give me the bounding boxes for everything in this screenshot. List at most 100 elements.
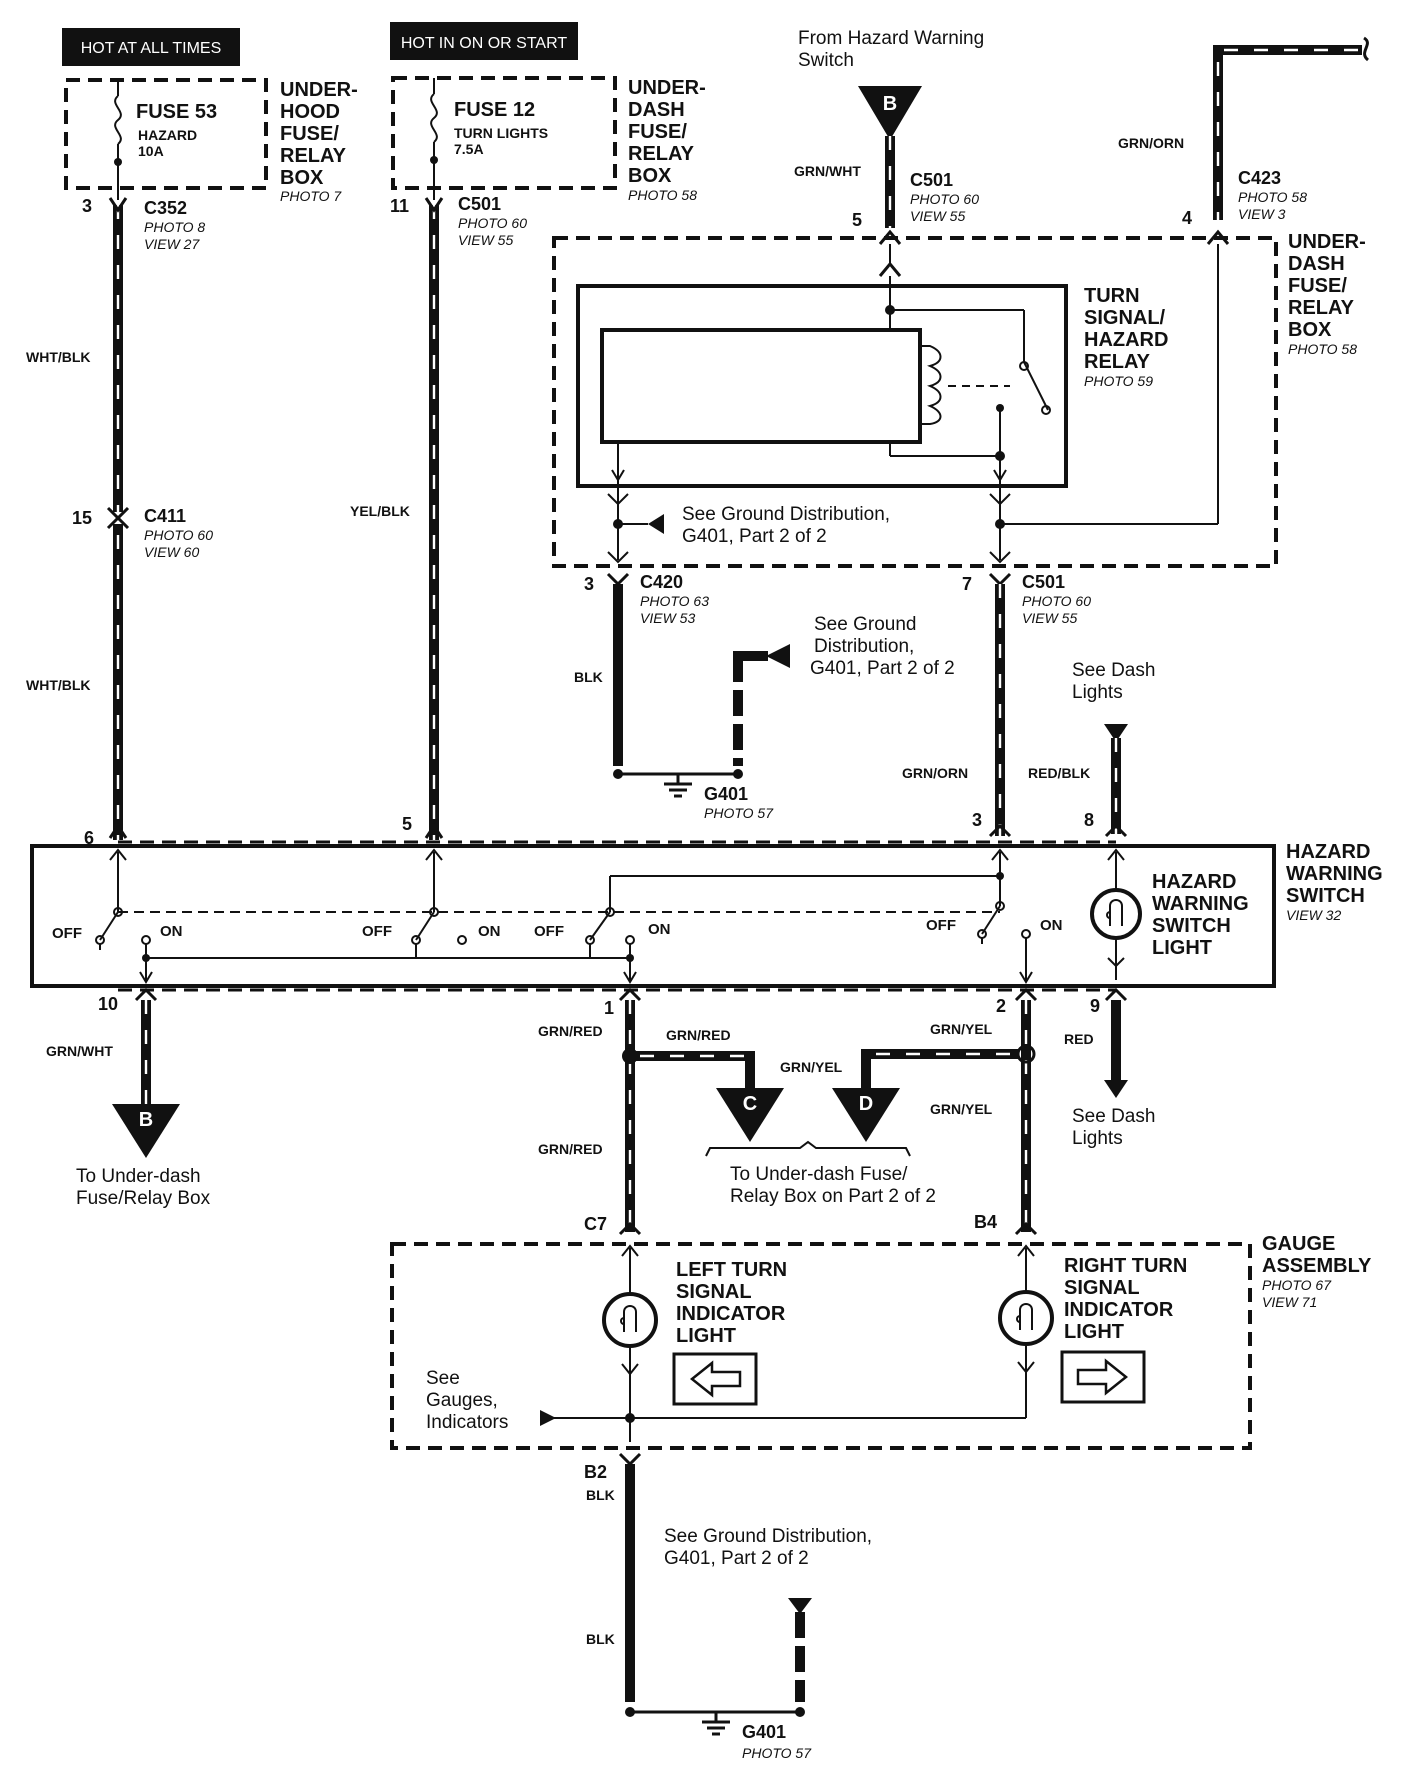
c423-photo: PHOTO 58 (1238, 189, 1307, 205)
switch-2-blade (415, 911, 435, 941)
switch-2-off: OFF (362, 923, 392, 940)
wire-label-grn-orn-top: GRN/ORN (1118, 135, 1184, 151)
relay-flasher-unit (600, 328, 922, 444)
underdash-box-right-photo: PHOTO 58 (1288, 341, 1357, 357)
underdash-box-left-photo: PHOTO 58 (628, 187, 697, 203)
right-light-label-4: LIGHT (1064, 1321, 1124, 1343)
fuse-53-rating: 10A (138, 143, 164, 159)
switch-4-blade (981, 905, 1001, 935)
switch-1-on: ON (160, 923, 183, 940)
right-turn-indicator-bulb (998, 1290, 1054, 1346)
g401-mid-photo: PHOTO 57 (704, 805, 774, 821)
c501-mid-pin: 7 (962, 574, 972, 594)
hot-in-on-or-start-label: HOT IN ON OR START (401, 35, 567, 52)
see-dash-lights-top-2: Lights (1072, 682, 1123, 703)
underhood-box-label-3: FUSE/ (280, 123, 339, 145)
to-underdash-b-2: Fuse/Relay Box (76, 1188, 211, 1209)
switch-3-blade (589, 911, 611, 941)
from-hazard-text-2: Switch (798, 50, 854, 71)
wire-label-grn-yel-1: GRN/YEL (930, 1021, 993, 1037)
fuse-53-circuit: HAZARD (138, 127, 197, 143)
gauge-assembly (390, 1242, 1252, 1450)
hazard-pin-top-6: 6 (84, 828, 94, 848)
dash-lights-arrow-bottom (1104, 1080, 1128, 1098)
left-light-label-2: SIGNAL (676, 1281, 752, 1303)
wire-label-blk-b2: BLK (586, 1487, 615, 1503)
c420-pin: 3 (584, 574, 594, 594)
see-dash-lights-bottom-2: Lights (1072, 1128, 1123, 1149)
c501-top-left-pin: 11 (390, 196, 409, 216)
left-light-label-3: INDICATOR (676, 1303, 786, 1325)
see-gauges-tag (540, 1410, 556, 1426)
switch-2-on: ON (478, 923, 501, 940)
hazard-pin-top-3: 3 (972, 810, 982, 830)
underhood-box-label-1: UNDER- (280, 79, 358, 101)
underhood-box-label-5: BOX (280, 167, 324, 189)
underhood-box-label-2: HOOD (280, 101, 340, 123)
g401-mid-id: G401 (704, 784, 748, 804)
hot-in-on-or-start-tag (390, 22, 578, 60)
connector-b-top (858, 86, 922, 140)
ground-dist-relay-1: See Ground Distribution, (682, 504, 890, 525)
hot-at-all-times-label: HOT AT ALL TIMES (81, 40, 222, 57)
hazard-switch-light-bulb (1090, 888, 1142, 940)
wire-label-grn-orn-mid: GRN/ORN (902, 765, 968, 781)
c423-id: C423 (1238, 168, 1281, 188)
hazard-light-label-1: HAZARD (1152, 871, 1236, 893)
hazard-pin-bottom-9: 9 (1090, 996, 1100, 1016)
c501-top-right-id: C501 (910, 170, 953, 190)
wire-label-blk-c420: BLK (574, 669, 603, 685)
right-light-label-2: SIGNAL (1064, 1277, 1140, 1299)
ground-tag-mid (766, 644, 790, 668)
switch-1-off: OFF (52, 925, 82, 942)
c501-top-right-pin: 5 (852, 210, 862, 230)
wire-label-grn-red-3: GRN/RED (538, 1141, 603, 1157)
gauge-view: VIEW 71 (1262, 1294, 1317, 1310)
switch-4-on: ON (1040, 917, 1063, 934)
fuse-53-name: FUSE 53 (136, 101, 217, 123)
wire-label-red-blk: RED/BLK (1028, 765, 1090, 781)
c411-photo: PHOTO 60 (144, 527, 213, 543)
underdash-box-right-label-3: FUSE/ (1288, 275, 1347, 297)
underdash-box-left-label-5: BOX (628, 165, 672, 187)
ground-dist-bottom-2: G401, Part 2 of 2 (664, 1548, 809, 1569)
from-hazard-text-1: From Hazard Warning (798, 28, 984, 49)
c501-top-left-view: VIEW 55 (458, 232, 513, 248)
c352-id: C352 (144, 198, 187, 218)
see-gauges-3: Indicators (426, 1412, 508, 1433)
c352-photo: PHOTO 8 (144, 219, 205, 235)
gauge-pin-c7: C7 (584, 1214, 607, 1234)
connector-d-letter: D (859, 1093, 873, 1115)
gauge-pin-b2: B2 (584, 1462, 607, 1482)
hazard-pin-bottom-10: 10 (98, 994, 118, 1014)
underdash-fuse-box-right (552, 236, 1278, 568)
underhood-fuse-box (64, 78, 268, 190)
wire-label-red: RED (1064, 1031, 1094, 1047)
right-arrow-icon (1076, 1358, 1129, 1396)
hot-at-all-times-tag (62, 28, 240, 66)
connector-b-bottom (112, 1104, 180, 1158)
connector-b-bottom-letter: B (139, 1109, 153, 1131)
switch-4-off: OFF (926, 917, 956, 934)
gauge-label-2: ASSEMBLY (1262, 1255, 1372, 1277)
see-dash-lights-top-1: See Dash (1072, 660, 1155, 681)
see-gauges-1: See (426, 1368, 460, 1389)
fuse-12-rating: 7.5A (454, 141, 484, 157)
see-dash-lights-bottom-1: See Dash (1072, 1106, 1155, 1127)
ground-tag-relay (648, 514, 664, 534)
hazard-warning-switch (30, 844, 1276, 988)
hazard-pin-bottom-1: 1 (604, 998, 614, 1018)
underdash-box-right-label-5: BOX (1288, 319, 1332, 341)
wire-label-grn-wht-top: GRN/WHT (794, 163, 861, 179)
c411-view: VIEW 60 (144, 544, 199, 560)
connector-c (716, 1088, 784, 1142)
relay-label-2: SIGNAL/ (1084, 307, 1166, 329)
hazard-pin-top-5: 5 (402, 814, 412, 834)
to-underdash-cd-2: Relay Box on Part 2 of 2 (730, 1186, 936, 1207)
c501-top-right-view: VIEW 55 (910, 208, 965, 224)
wire-label-wht-blk-2: WHT/BLK (26, 677, 91, 693)
c423-view: VIEW 3 (1238, 206, 1286, 222)
g401-bottom-id: G401 (742, 1722, 786, 1742)
underhood-box-label-4: RELAY (280, 145, 347, 167)
c501-mid-id: C501 (1022, 572, 1065, 592)
